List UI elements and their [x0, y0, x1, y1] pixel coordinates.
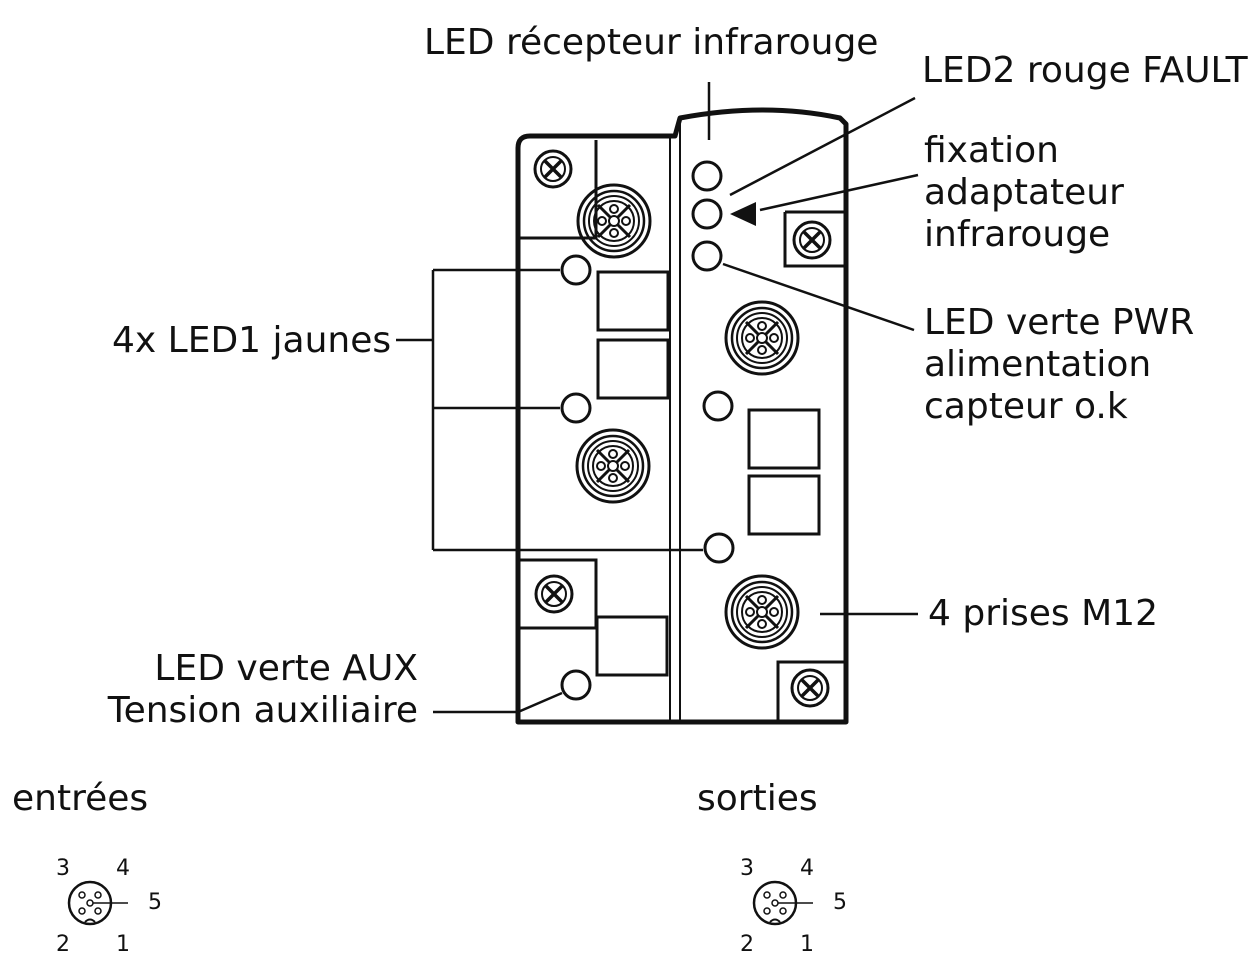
led-yellow-4: [703, 532, 735, 564]
led-yellow-1: [560, 254, 592, 286]
outputs-title: sorties: [697, 778, 818, 819]
led-aux: [560, 669, 592, 701]
screw-bottom-right: [790, 668, 830, 708]
label-aux-2: Tension auxiliaire: [107, 690, 418, 731]
screw-top-left: [533, 149, 573, 189]
label-fixation-3: infrarouge: [924, 214, 1111, 255]
inputs-title: entrées: [12, 778, 149, 819]
label-window-2: [596, 338, 670, 400]
inputs-pin-1: 1: [116, 932, 130, 957]
leader-fault: [729, 96, 916, 197]
label-ir-receiver: LED récepteur infrarouge: [424, 22, 879, 63]
outputs-pin-3: 3: [740, 856, 754, 881]
label-pwr-3: capteur o.k: [924, 386, 1128, 427]
label-window-1: [596, 270, 670, 332]
led-yellow-3: [702, 390, 734, 422]
label-fixation-1: fixation: [924, 130, 1059, 171]
led-fault: [691, 198, 723, 230]
screw-right: [792, 220, 832, 260]
label-pwr-1: LED verte PWR: [924, 302, 1195, 343]
m12-socket-1: [576, 183, 652, 259]
label-window-5: [595, 615, 669, 677]
outputs-pin-4: 4: [800, 856, 814, 881]
inputs-pin-3: 3: [56, 856, 70, 881]
m12-socket-3: [724, 300, 800, 376]
label-fixation-2: adaptateur: [924, 172, 1124, 213]
led-yellow-2: [560, 392, 592, 424]
label-aux-1: LED verte AUX: [154, 648, 418, 689]
outputs-pin-1: 1: [800, 932, 814, 957]
label-pwr-2: alimentation: [924, 344, 1152, 385]
label-yellow-leds: 4x LED1 jaunes: [112, 320, 392, 361]
leader-fixation: [759, 173, 919, 212]
inputs-pin-4: 4: [116, 856, 130, 881]
outputs-pin-5: 5: [833, 890, 847, 915]
m12-socket-4: [724, 574, 800, 650]
label-window-3: [747, 408, 821, 470]
label-m12: 4 prises M12: [928, 593, 1158, 634]
screw-bottom-left: [534, 574, 574, 614]
label-fault: LED2 rouge FAULT: [922, 50, 1248, 91]
inputs-pin-5: 5: [148, 890, 162, 915]
leader-aux: [433, 691, 563, 714]
led-pwr: [691, 240, 723, 272]
leader-pwr: [722, 262, 915, 332]
outputs-pin-2: 2: [740, 932, 754, 957]
pinout-inputs-symbol: [67, 880, 130, 926]
label-window-4: [747, 474, 821, 536]
m12-socket-2: [575, 428, 651, 504]
led-ir-receiver: [691, 160, 723, 192]
pinout-outputs-symbol: [752, 880, 815, 926]
fixation-arrow: [730, 202, 756, 226]
inputs-pin-2: 2: [56, 932, 70, 957]
